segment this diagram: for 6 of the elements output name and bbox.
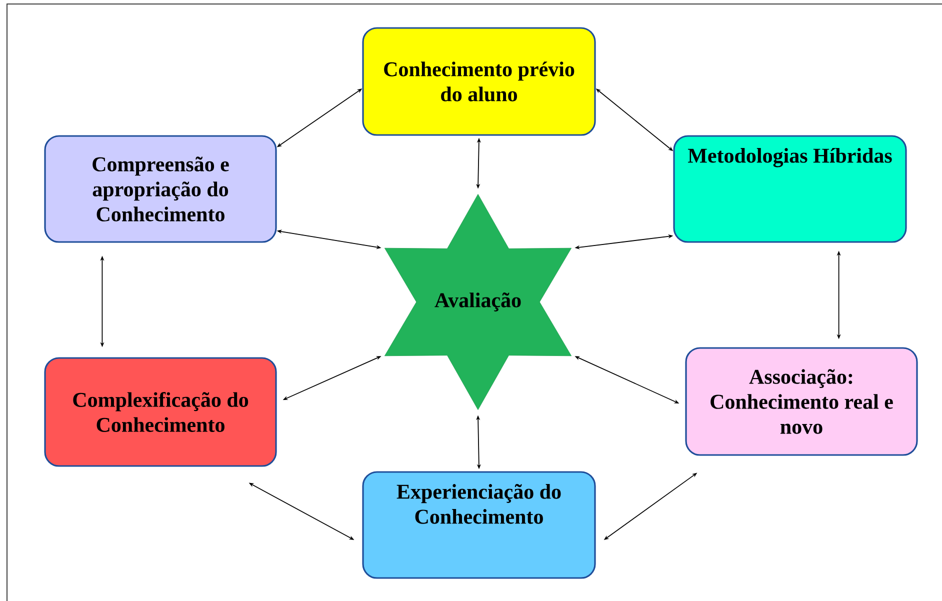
rounded-box: Complexificação do Conhecimento xyxy=(44,357,277,467)
rounded-box: Conhecimento prévio do aluno xyxy=(362,27,596,136)
rounded-box: Experienciação do Conhecimento xyxy=(362,471,596,579)
rounded-box: Associação: Conhecimento real e novo xyxy=(685,347,918,456)
rounded-box: Compreensão e apropriação do Conhecimento xyxy=(44,135,277,243)
rounded-box: Metodologias Híbridas xyxy=(673,135,907,243)
